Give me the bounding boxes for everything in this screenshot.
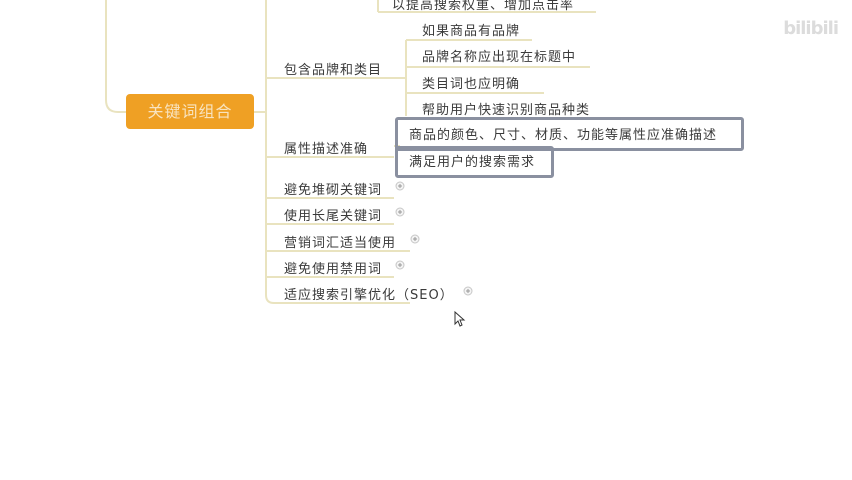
brand-child-2[interactable]: 品牌名称应出现在标题中: [422, 50, 577, 65]
branch-seo[interactable]: 适应搜索引擎优化（SEO）: [284, 288, 454, 303]
branch-avoid-banned[interactable]: 避免使用禁用词: [284, 262, 383, 277]
highlight-box-attr-1: [395, 117, 744, 151]
branch-avoid-stuffing[interactable]: 避免堆砌关键词: [284, 183, 383, 198]
highlight-box-attr-2: [395, 146, 554, 178]
branch-marketing-words[interactable]: 营销词汇适当使用: [284, 236, 397, 251]
branch-brand-category[interactable]: 包含品牌和类目: [284, 63, 383, 78]
branch-long-tail[interactable]: 使用长尾关键词: [284, 209, 383, 224]
bilibili-watermark: bilibili: [783, 18, 839, 39]
top-partial-node[interactable]: 以提高搜索权重、增加点击率: [392, 0, 575, 13]
brand-child-4[interactable]: 帮助用户快速识别商品种类: [422, 103, 591, 118]
branch-attribute-accuracy[interactable]: 属性描述准确: [284, 142, 369, 157]
root-node[interactable]: 关键词组合: [126, 94, 254, 129]
brand-child-1[interactable]: 如果商品有品牌: [422, 24, 521, 39]
brand-child-3[interactable]: 类目词也应明确: [422, 77, 521, 92]
attr-child-2[interactable]: 满足用户的搜索需求: [409, 155, 536, 170]
attr-child-1[interactable]: 商品的颜色、尺寸、材质、功能等属性应准确描述: [409, 128, 718, 143]
